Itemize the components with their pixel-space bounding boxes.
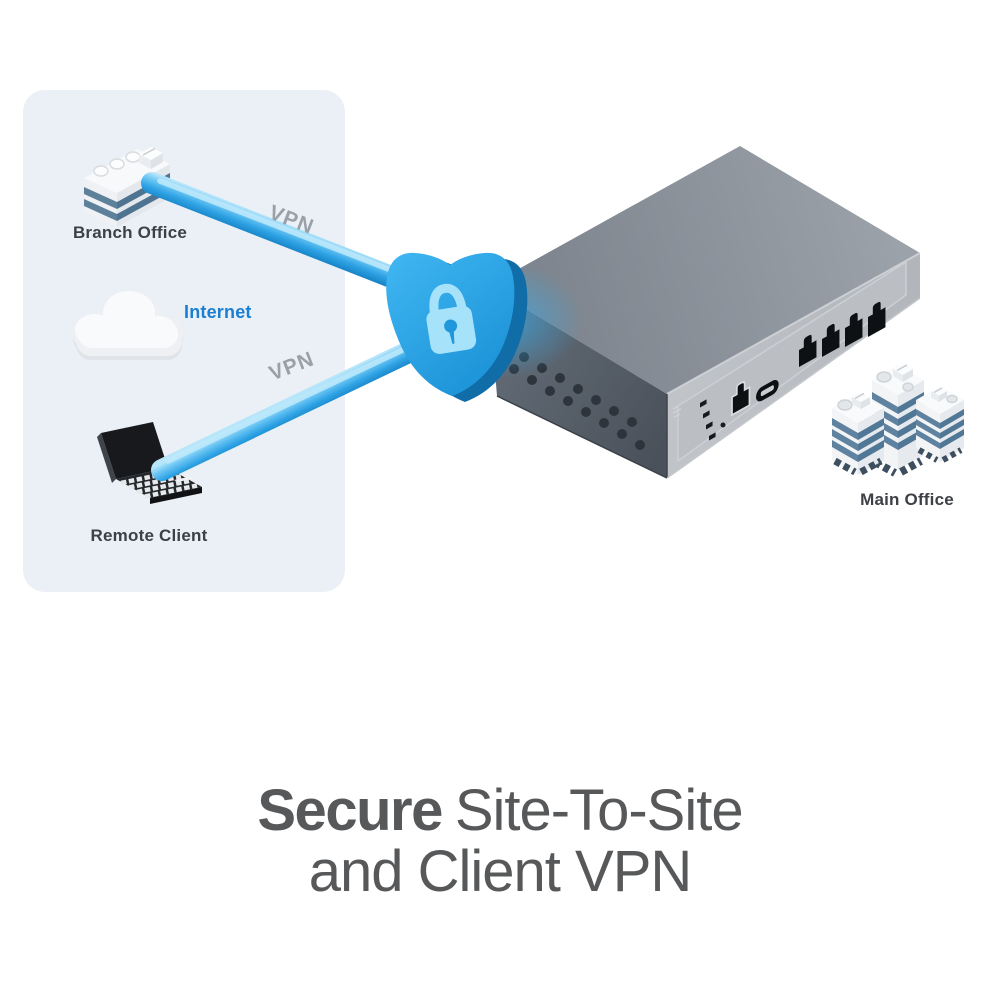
router-port-panel (677, 260, 907, 463)
shield-front-face (386, 252, 515, 396)
local-sites-panel (23, 90, 345, 592)
main-office-label: Main Office (860, 490, 954, 509)
router-usb-port (756, 379, 779, 402)
main-office-building-left (832, 392, 884, 476)
shield-glow (488, 262, 583, 378)
main-office-building-middle (872, 363, 924, 477)
main-office-buildings-icon (832, 363, 964, 477)
router-lan-ports (799, 301, 886, 367)
router-reset-button (720, 422, 726, 428)
headline-line1-rest: Site-To-Site (454, 778, 744, 843)
main-office-building-right (916, 386, 964, 463)
router-vent-holes (501, 341, 645, 450)
remote-client-label: Remote Client (90, 526, 208, 545)
vpn-shield-lock-icon (386, 252, 528, 402)
internet-label: Internet (184, 302, 252, 322)
router-status-leds (700, 399, 716, 441)
headline-line2: and Client VPN (308, 839, 693, 904)
router-brand-logo (672, 405, 682, 418)
headline-bold-word: Secure (257, 778, 443, 843)
router-console-port (731, 380, 751, 417)
shield-side-face (399, 258, 528, 402)
padlock-icon (426, 283, 477, 354)
branch-office-label: Branch Office (72, 223, 188, 242)
vpn-router-device-icon (488, 146, 921, 479)
